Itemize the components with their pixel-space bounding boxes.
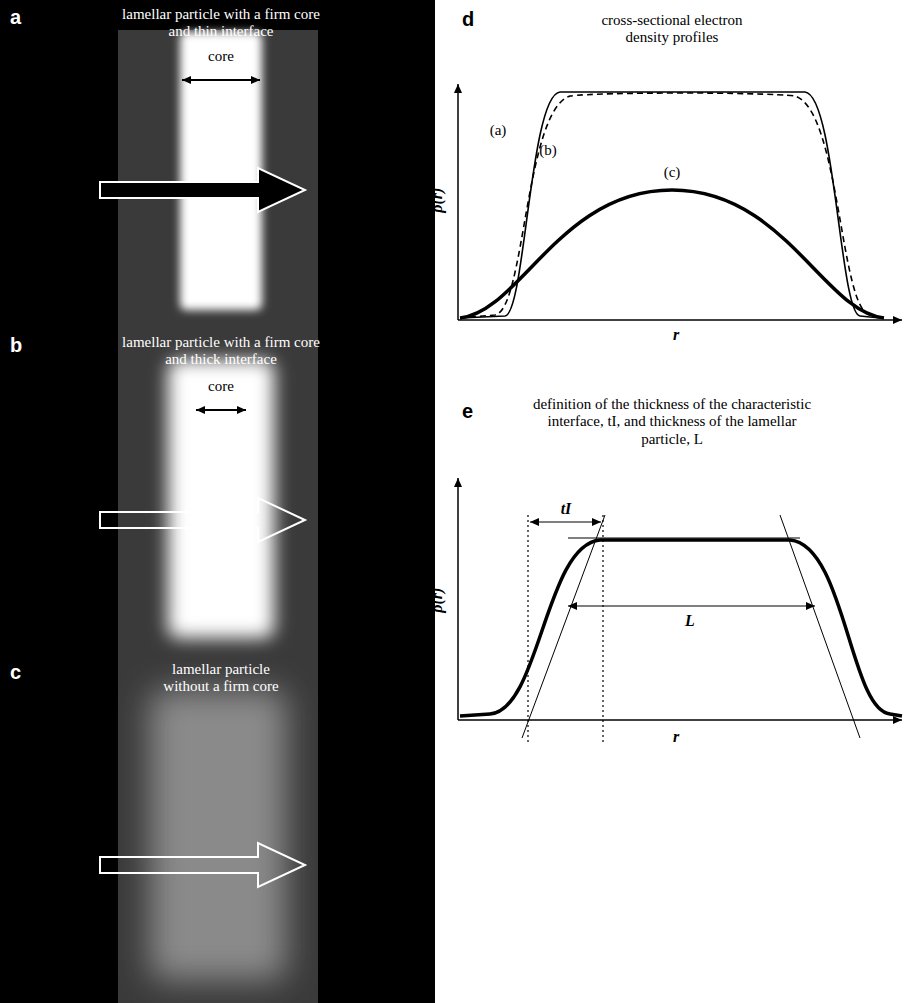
profile-b xyxy=(460,93,882,318)
tI-arrow xyxy=(530,522,601,523)
axis xyxy=(457,84,459,320)
beam-arrow xyxy=(100,168,305,212)
panel: a lamellar particle with a firm core and … xyxy=(0,0,435,328)
panel-heading: lamellar particle with a firm core and t… xyxy=(119,334,324,369)
L-arrow xyxy=(568,606,815,607)
panel-heading: lamellar particle without a firm core xyxy=(151,661,291,696)
panel: b lamellar particle with a firm core and … xyxy=(0,328,435,655)
panel-heading: definition of the thickness of the chara… xyxy=(522,396,822,448)
particle-c xyxy=(150,690,286,980)
particle-a xyxy=(180,32,262,310)
axis-label: r xyxy=(673,728,679,746)
beam-arrow xyxy=(100,843,305,887)
core-label: core xyxy=(208,48,234,65)
plateau-line xyxy=(568,538,800,539)
dimension-label: L xyxy=(685,612,695,630)
tangent-line xyxy=(522,515,605,738)
dark-ground xyxy=(0,0,435,1003)
core-arrow xyxy=(196,409,246,411)
panel-heading: cross-sectional electron density profile… xyxy=(585,12,760,47)
axis xyxy=(458,319,902,321)
panel-letter: e xyxy=(462,400,473,423)
core-arrow xyxy=(182,79,260,81)
profile-a xyxy=(460,92,880,318)
axis xyxy=(458,719,902,721)
axis-label: ρ(r) xyxy=(429,587,447,612)
panel-letter: c xyxy=(10,661,21,684)
axis-label: r xyxy=(673,326,679,344)
axis xyxy=(457,478,459,720)
panel: c lamellar particle without a firm core xyxy=(0,655,435,1003)
panel-heading: lamellar particle with a firm core and t… xyxy=(119,6,324,41)
dotted-line xyxy=(602,515,603,742)
panel-letter: b xyxy=(10,334,22,357)
curve-label: (a) xyxy=(490,122,507,139)
profile-c xyxy=(460,190,884,318)
panel-letter: d xyxy=(462,8,474,31)
profile xyxy=(460,540,902,716)
axis-label: ρ(r) xyxy=(429,187,447,212)
curve-label: (b) xyxy=(539,142,557,159)
dimension-label: tI xyxy=(561,500,572,518)
dotted-line xyxy=(527,515,528,742)
tangent-line xyxy=(780,515,860,738)
curve-label: (c) xyxy=(664,164,681,181)
beam-arrow xyxy=(100,498,305,542)
core-label: core xyxy=(208,378,234,395)
panel-letter: a xyxy=(10,6,21,29)
